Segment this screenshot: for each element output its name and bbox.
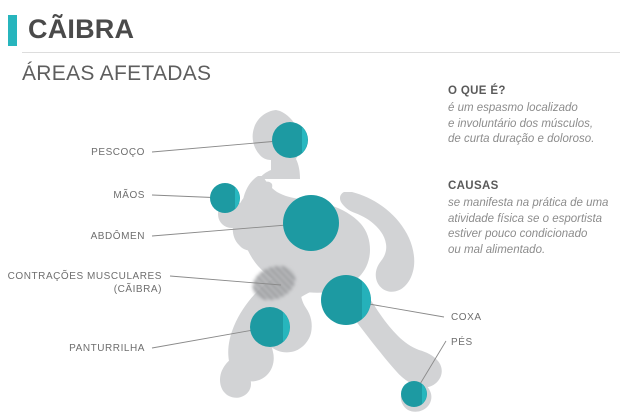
- muscle-contraction-hatch: [252, 266, 296, 300]
- marker-abdomen: [283, 195, 339, 251]
- callout-label-pes: PÉS: [451, 337, 473, 348]
- callout-label-panturrilha: PANTURRILHA: [69, 343, 145, 354]
- info-block-causas: CAUSAS se manifesta na prática de uma at…: [448, 179, 620, 258]
- callout-label-pescoco: PESCOÇO: [91, 147, 145, 158]
- page-title: CÃIBRA: [28, 14, 135, 44]
- callout-label-abdomen: ABDÔMEN: [90, 231, 145, 242]
- callout-label-maos: MÃOS: [113, 190, 145, 201]
- info-line: estiver pouco condicionado: [448, 228, 588, 240]
- marker-panturrilha: [250, 307, 290, 347]
- info-line: e involuntário dos músculos,: [448, 117, 594, 130]
- runner-silhouette: [218, 110, 442, 412]
- info-line: se manifesta na prática de uma: [448, 197, 609, 209]
- info-line: atividade física se o esportista: [448, 212, 603, 225]
- info-line: de curta duração e doloroso.: [448, 133, 595, 145]
- info-line: ou mal alimentado.: [448, 243, 546, 256]
- callout-label-contracoes-line2: (CÃIBRA): [113, 284, 162, 295]
- info-body-o-que-e: é um espasmo localizado e involuntário d…: [448, 101, 620, 148]
- leader-line-contracoes: [169, 275, 282, 286]
- info-heading-o-que-e: O QUE É?: [448, 85, 506, 97]
- callout-label-contracoes-line1: CONTRAÇÕES MUSCULARES: [7, 271, 162, 282]
- marker-pes: [401, 381, 427, 407]
- info-body-causas: se manifesta na prática de uma atividade…: [448, 196, 620, 258]
- callout-label-coxa: COXA: [451, 312, 482, 323]
- marker-pescoco: [272, 122, 308, 158]
- region-markers: [210, 122, 427, 407]
- info-block-o-que-e: O QUE É? é um espasmo localizado e invol…: [448, 84, 620, 148]
- header-divider: [22, 52, 620, 53]
- page-subtitle: ÁREAS AFETADAS: [22, 62, 212, 85]
- marker-maos: [210, 183, 240, 213]
- info-line: é um espasmo localizado: [448, 102, 578, 114]
- leader-line-pescoco: [151, 139, 291, 153]
- info-heading-causas: CAUSAS: [448, 180, 499, 192]
- callout-label-contracoes: CONTRAÇÕES MUSCULARES (CÃIBRA): [0, 270, 162, 296]
- marker-coxa: [321, 275, 371, 325]
- title-accent-bar: [8, 15, 17, 46]
